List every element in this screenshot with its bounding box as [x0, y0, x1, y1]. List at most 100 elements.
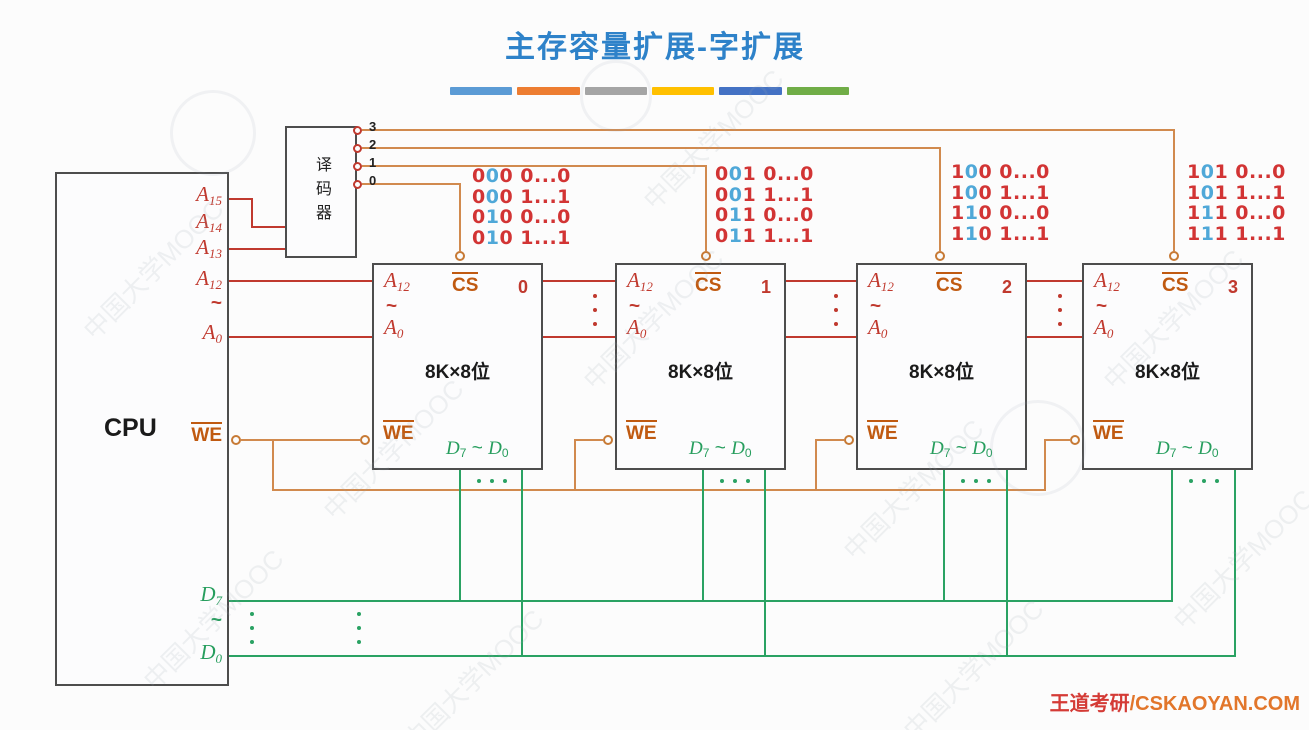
- address-range-row: 000 0...0: [472, 165, 571, 187]
- cs-bubble: [455, 251, 465, 261]
- brand-credit: 王道考研/CSKAOYAN.COM: [990, 687, 1300, 716]
- chip-we-label: WE: [383, 420, 414, 444]
- ellipsis-dot: [250, 640, 254, 644]
- decoder-output-bubble: [353, 162, 362, 171]
- wire-we: [574, 439, 603, 441]
- memory-chip-2: A12 ~ A0 CS 2 8K×8位 WE D7 ~ D0: [856, 263, 1027, 470]
- accent-bar: [651, 87, 715, 95]
- cs-bubble: [701, 251, 711, 261]
- address-range-row: 110 1...1: [951, 222, 1050, 245]
- cpu-pin-a0: A0: [202, 320, 222, 346]
- wire-select-2: [939, 147, 941, 251]
- chip-pin-a0: A0: [627, 315, 647, 341]
- cpu-box: [55, 172, 229, 686]
- wire-select-1: [362, 165, 706, 167]
- chip-capacity: 8K×8位: [1135, 362, 1200, 383]
- accent-bar: [719, 87, 782, 95]
- wire-we: [241, 439, 360, 441]
- wire-data: [764, 470, 766, 657]
- chip-we-label: WE: [1093, 420, 1124, 444]
- watermark-ring: [170, 90, 256, 176]
- chip-pin-a0: A0: [868, 315, 888, 341]
- chip-pin-a12: A12: [627, 268, 653, 294]
- memory-chip-0: A12 ~ A0 CS 0 8K×8位 WE D7 ~ D0: [372, 263, 543, 470]
- ellipsis-dot: [490, 479, 494, 483]
- chip-pin-a12: A12: [868, 268, 894, 294]
- cs-bubble: [1169, 251, 1179, 261]
- wire-select-3: [1173, 129, 1175, 251]
- wire-data: [1171, 470, 1173, 602]
- address-range-row: 010 1...1: [472, 226, 571, 249]
- chip-capacity: 8K×8位: [668, 362, 733, 383]
- ellipsis-dot: [357, 612, 361, 616]
- address-range-row: 001 1...1: [715, 183, 814, 206]
- ellipsis-dot: [733, 479, 737, 483]
- cpu-label: CPU: [104, 414, 157, 442]
- chip-pin-a0: A0: [1094, 315, 1114, 341]
- address-range-row: 110 0...0: [951, 202, 1050, 224]
- wire-we: [272, 441, 274, 491]
- brand-name: 王道考研: [1049, 693, 1130, 715]
- chip-capacity: 8K×8位: [425, 362, 490, 383]
- chip-pin-tilde: ~: [870, 296, 882, 317]
- wire-we: [1044, 441, 1046, 491]
- ellipsis-dot: [1058, 308, 1062, 312]
- cpu-pin-a13: A13: [196, 235, 222, 261]
- ellipsis-dot: [1189, 479, 1193, 483]
- wire-d0-bus: [229, 655, 1236, 657]
- wire-we-bus: [272, 489, 1046, 491]
- wire-d7-bus: [229, 600, 1173, 602]
- wire-we: [815, 441, 817, 491]
- wire-select-0: [459, 183, 461, 251]
- ellipsis-dot: [834, 322, 838, 326]
- address-range-list-chip1: 001 0...0 001 1...1 011 0...0 011 1...1: [715, 164, 814, 246]
- ellipsis-dot: [746, 479, 750, 483]
- wire-data: [1006, 470, 1008, 657]
- we-bubble: [603, 435, 613, 445]
- wire-data: [943, 470, 945, 602]
- ellipsis-dot: [720, 479, 724, 483]
- cpu-pin-we: WE: [140, 422, 222, 446]
- address-range-row: 111 1...1: [1187, 222, 1286, 245]
- decoder-output-bubble: [353, 180, 362, 189]
- memory-chip-1: A12 ~ A0 CS 1 8K×8位 WE D7 ~ D0: [615, 263, 786, 470]
- we-bubble: [360, 435, 370, 445]
- chip-data-label: D7 ~ D0: [1156, 438, 1219, 460]
- ellipsis-dot: [987, 479, 991, 483]
- cs-bubble: [935, 251, 945, 261]
- decoder-output-label-1: 1: [369, 155, 377, 170]
- ellipsis-dot: [1215, 479, 1219, 483]
- ellipsis-dot: [834, 294, 838, 298]
- wire-data: [1234, 470, 1236, 657]
- ellipsis-dot: [593, 308, 597, 312]
- cpu-pin-d7: D7: [200, 582, 222, 608]
- ellipsis-dot: [477, 479, 481, 483]
- wire-a13: [229, 248, 287, 250]
- ellipsis-dot: [1058, 294, 1062, 298]
- chip-pin-a12: A12: [384, 268, 410, 294]
- memory-chip-3: A12 ~ A0 CS 3 8K×8位 WE D7 ~ D0: [1082, 263, 1253, 470]
- chip-pin-tilde: ~: [629, 296, 641, 317]
- address-range-row: 111 0...0: [1187, 202, 1286, 224]
- cpu-pin-a12: A12: [196, 266, 222, 292]
- address-range-row: 101 1...1: [1187, 181, 1286, 204]
- chip-cs-label: CS: [936, 272, 963, 296]
- wire-data: [702, 470, 704, 602]
- page-title: 主存容量扩展-字扩展: [505, 31, 805, 64]
- address-range-row: 011 0...0: [715, 204, 814, 226]
- address-range-row: 100 1...1: [951, 181, 1050, 204]
- watermark: 中国大学MOOC: [397, 603, 550, 730]
- cpu-pin-d0: D0: [200, 640, 222, 666]
- wire-we: [1044, 439, 1070, 441]
- decoder-output-label-3: 3: [369, 119, 377, 134]
- cpu-pin-a14: A14: [196, 209, 222, 235]
- wire-select-0: [362, 183, 460, 185]
- cpu-pin-dtilde: ~: [210, 610, 222, 631]
- address-range-row: 101 0...0: [1187, 161, 1286, 183]
- we-bubble: [231, 435, 241, 445]
- wire-a15: [251, 226, 287, 228]
- address-range-row: 001 0...0: [715, 163, 814, 185]
- chip-capacity: 8K×8位: [909, 362, 974, 383]
- chip-pin-a12: A12: [1094, 268, 1120, 294]
